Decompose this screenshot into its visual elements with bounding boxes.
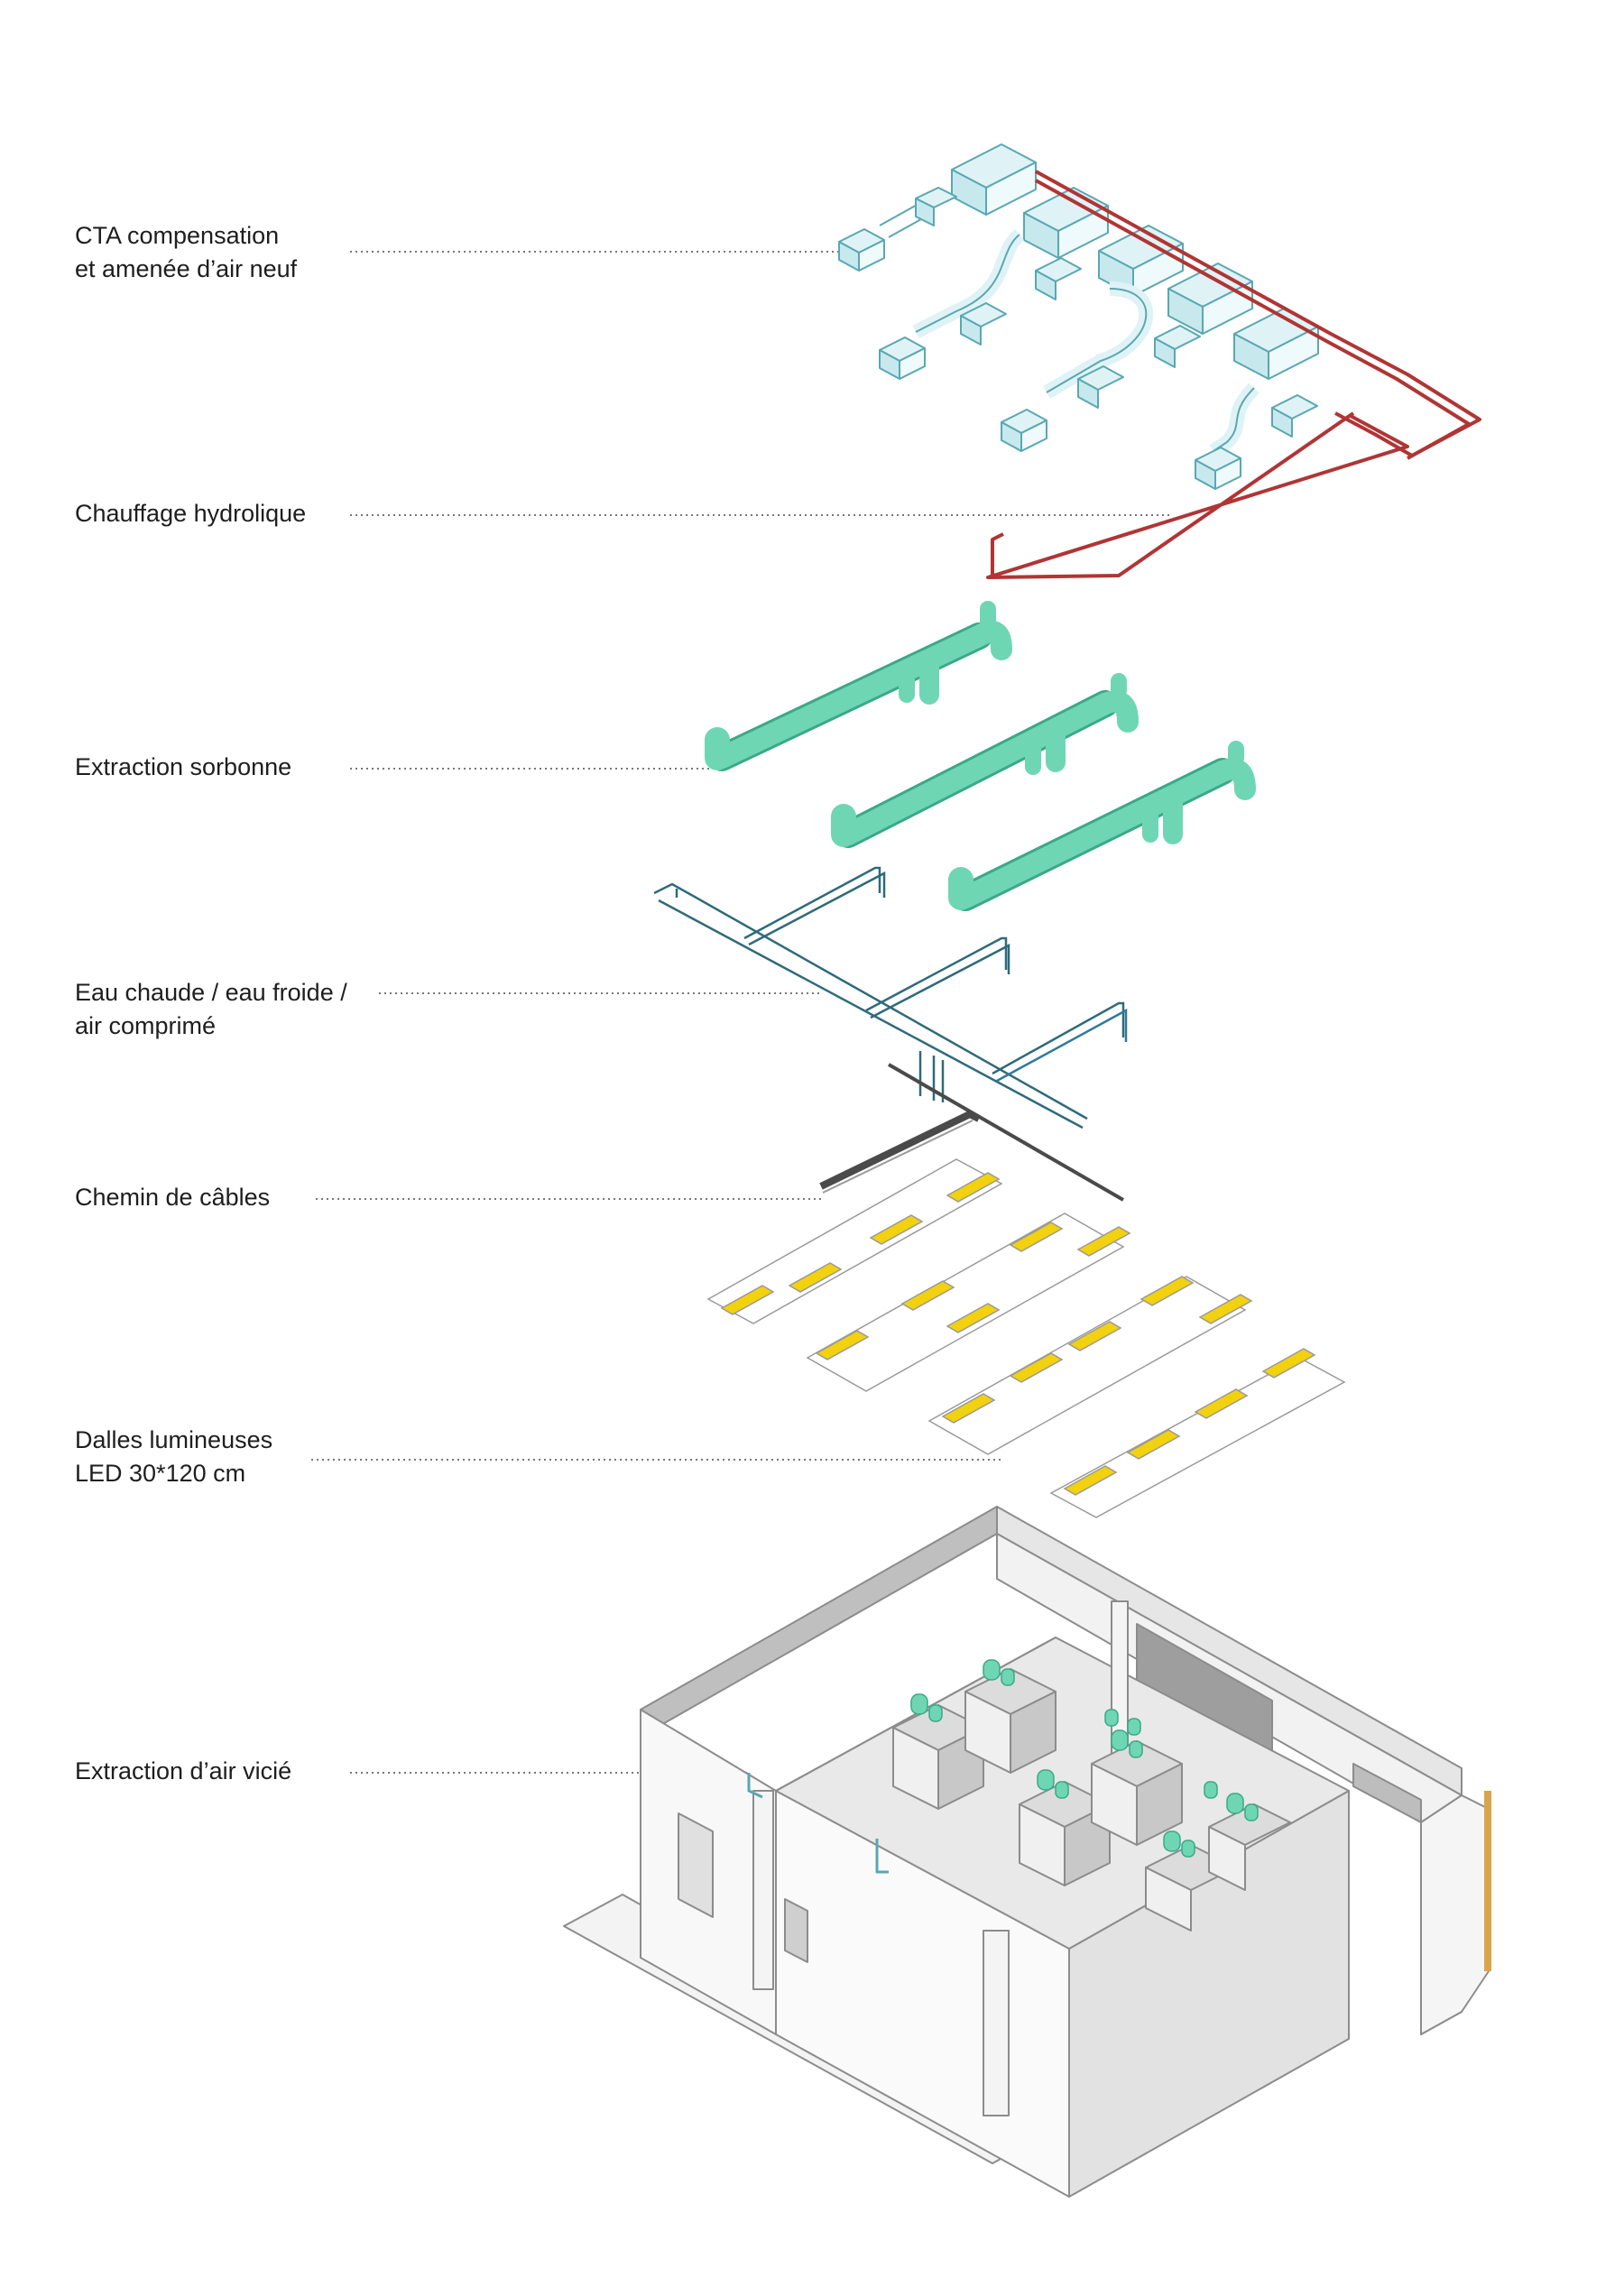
label-fume-hood: Extraction sorbonne [75,751,291,784]
cta-unit [951,143,1037,216]
side-accent [1484,1791,1491,1971]
cta-unit [1167,263,1253,335]
label-heating-line-1: Chauffage hydrolique [75,500,307,527]
door [784,1898,808,1963]
label-exhaust-line-1: Extraction d’air vicié [75,1757,292,1784]
label-led-panels: Dalles lumineuses LED 30*120 cm [75,1424,272,1490]
label-water-line-2: air comprimé [75,1012,217,1039]
label-water-line-1: Eau chaude / eau froide / [75,979,347,1006]
label-led-panels-line-1: Dalles lumineuses [75,1426,273,1453]
label-exhaust: Extraction d’air vicié [75,1755,291,1788]
column [983,1930,1010,2116]
label-cable-tray-line-1: Chemin de câbles [75,1184,271,1211]
exhaust-stacks [910,1659,1259,1858]
door [678,1812,714,1918]
cable-tray [819,1063,1124,1202]
fume-branch-1 [705,601,1012,771]
side-wing [1420,1794,1490,2035]
label-fume-hood-line-1: Extraction sorbonne [75,753,292,780]
label-cable-tray: Chemin de câbles [75,1181,270,1214]
label-heating: Chauffage hydrolique [75,497,306,530]
led-panel-row-4 [1049,1348,1346,1518]
water-pipes [653,866,1128,1130]
label-cta-line-1: CTA compensation [75,222,280,249]
fume-branch-2 [831,673,1139,848]
fume-hoods [892,1668,1291,1932]
cta-ducts [838,143,1319,490]
label-cta: CTA compensation et amenée d’air neuf [75,219,297,286]
leader-lines [311,251,1173,1774]
cta-unit [1233,308,1319,380]
laboratory-building [563,1506,1491,2198]
heating-pipe [986,170,1481,579]
label-led-panels-line-2: LED 30*120 cm [75,1460,246,1487]
fume-extraction [705,601,1256,911]
led-panels [706,1158,1346,1518]
fume-branch-3 [948,741,1256,911]
led-panel-row-3 [927,1276,1253,1455]
label-water: Eau chaude / eau froide / air comprimé [75,976,347,1043]
column [752,1790,774,1990]
led-panel-row-2 [806,1213,1131,1392]
label-cta-line-2: et amenée d’air neuf [75,255,298,282]
led-panel-row-1 [706,1158,1003,1324]
